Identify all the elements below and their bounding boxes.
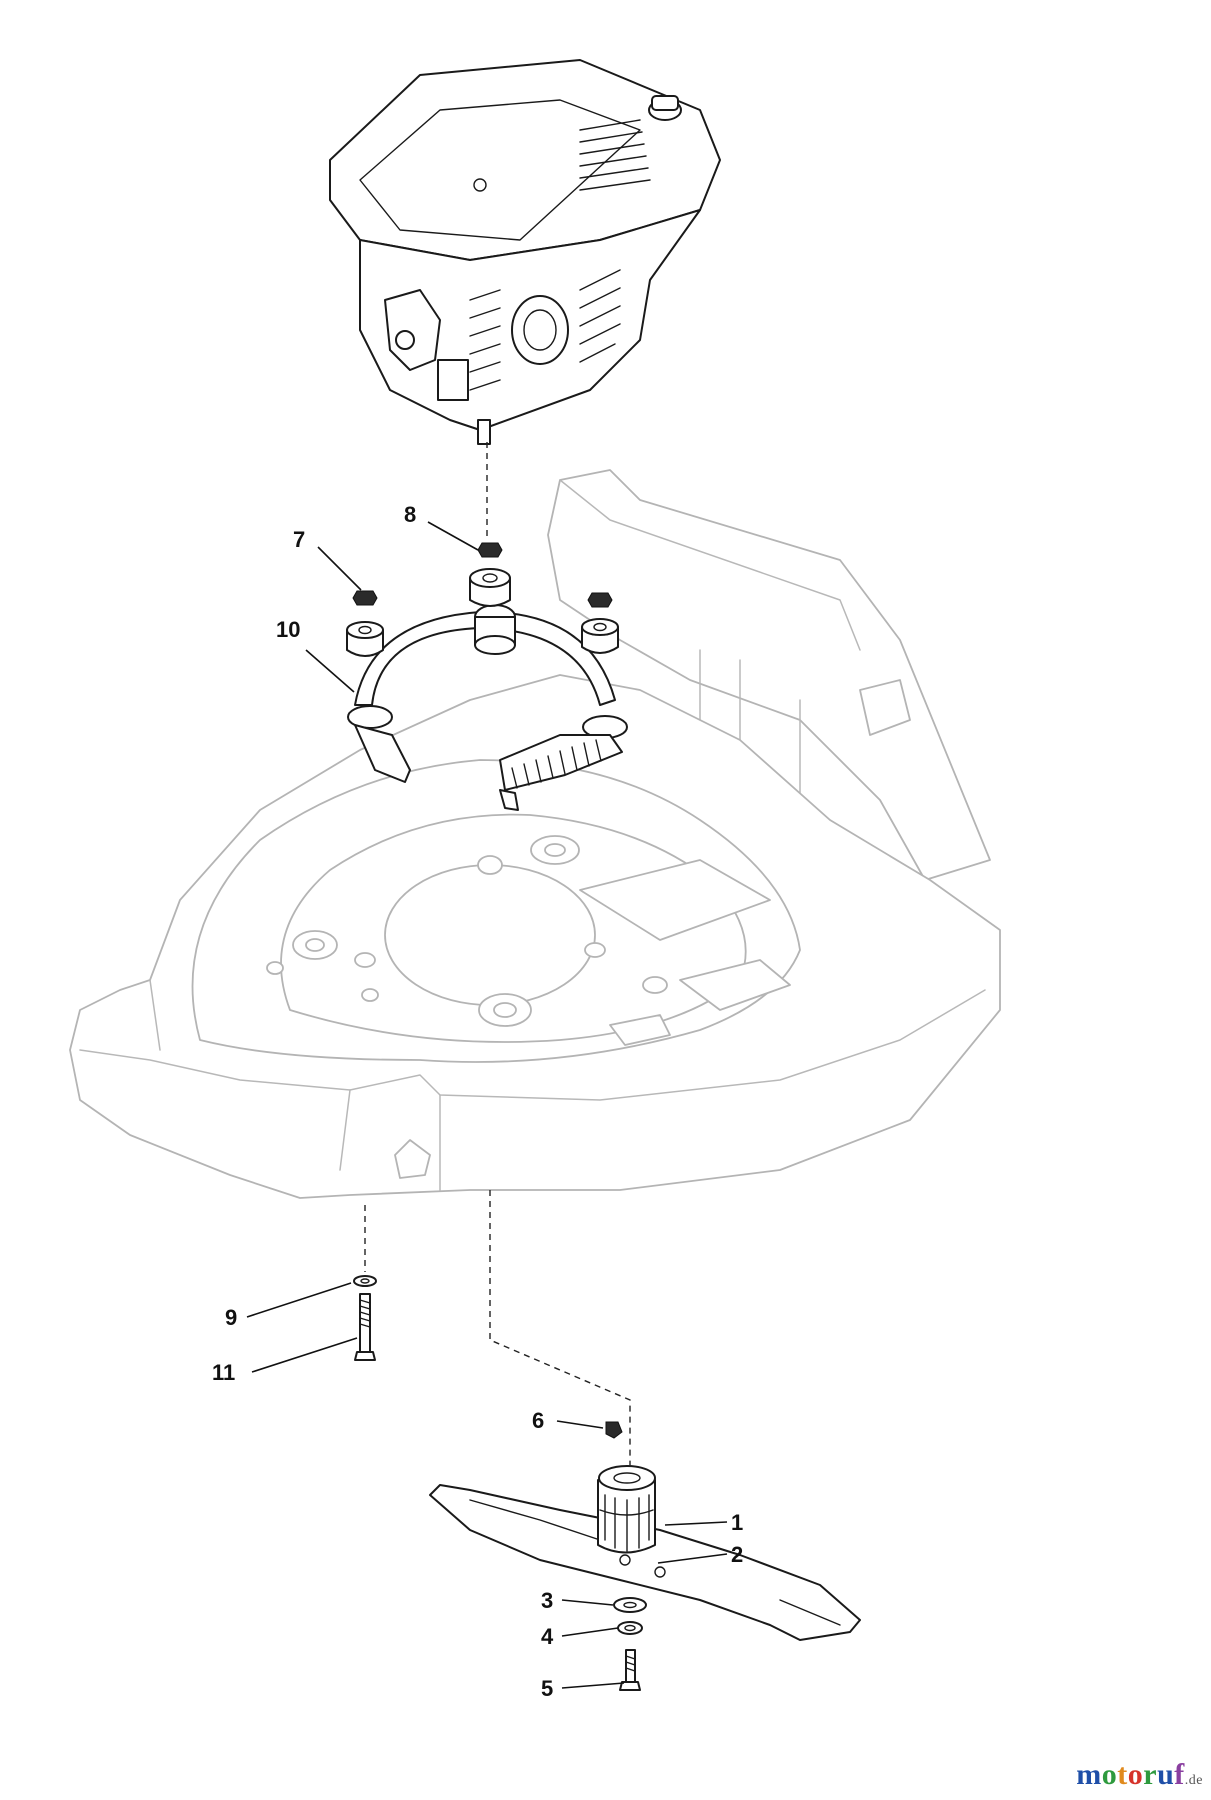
watermark-brand: motoruf [1076,1758,1185,1791]
callout-2: 2 [731,1542,743,1567]
watermark-suffix: .de [1184,1773,1203,1788]
watermark-letter: t [1117,1758,1128,1791]
assembly-guide-lines [364,442,631,1470]
motoruf-watermark-logo: motoruf.de [1076,1758,1203,1792]
rubber-mounts [346,568,619,657]
callout-11: 11 [212,1360,235,1385]
callout-7: 7 [293,527,305,552]
hex-nuts [352,542,613,608]
watermark-letter: m [1076,1758,1102,1791]
mower-deck [69,469,1001,1199]
callout-4: 4 [541,1624,554,1649]
watermark-letter: o [1127,1758,1144,1791]
engine [329,59,721,445]
callout-labels: 1 2 3 4 5 6 7 8 9 10 11 [212,502,743,1701]
deck-bolt-assembly [353,1275,377,1361]
engine-mounting-ring [347,604,628,811]
callout-3: 3 [541,1588,553,1613]
blade-assembly [429,1421,861,1691]
callout-1: 1 [731,1510,743,1535]
callout-5: 5 [541,1676,553,1701]
callout-9: 9 [225,1305,237,1330]
callout-leader-lines [246,521,728,1689]
watermark-letter: u [1157,1758,1175,1791]
watermark-letter: o [1101,1758,1118,1791]
callout-10: 10 [276,617,300,642]
callout-8: 8 [404,502,416,527]
watermark-letter: f [1174,1758,1185,1791]
watermark-letter: r [1143,1758,1158,1791]
callout-6: 6 [532,1408,544,1433]
